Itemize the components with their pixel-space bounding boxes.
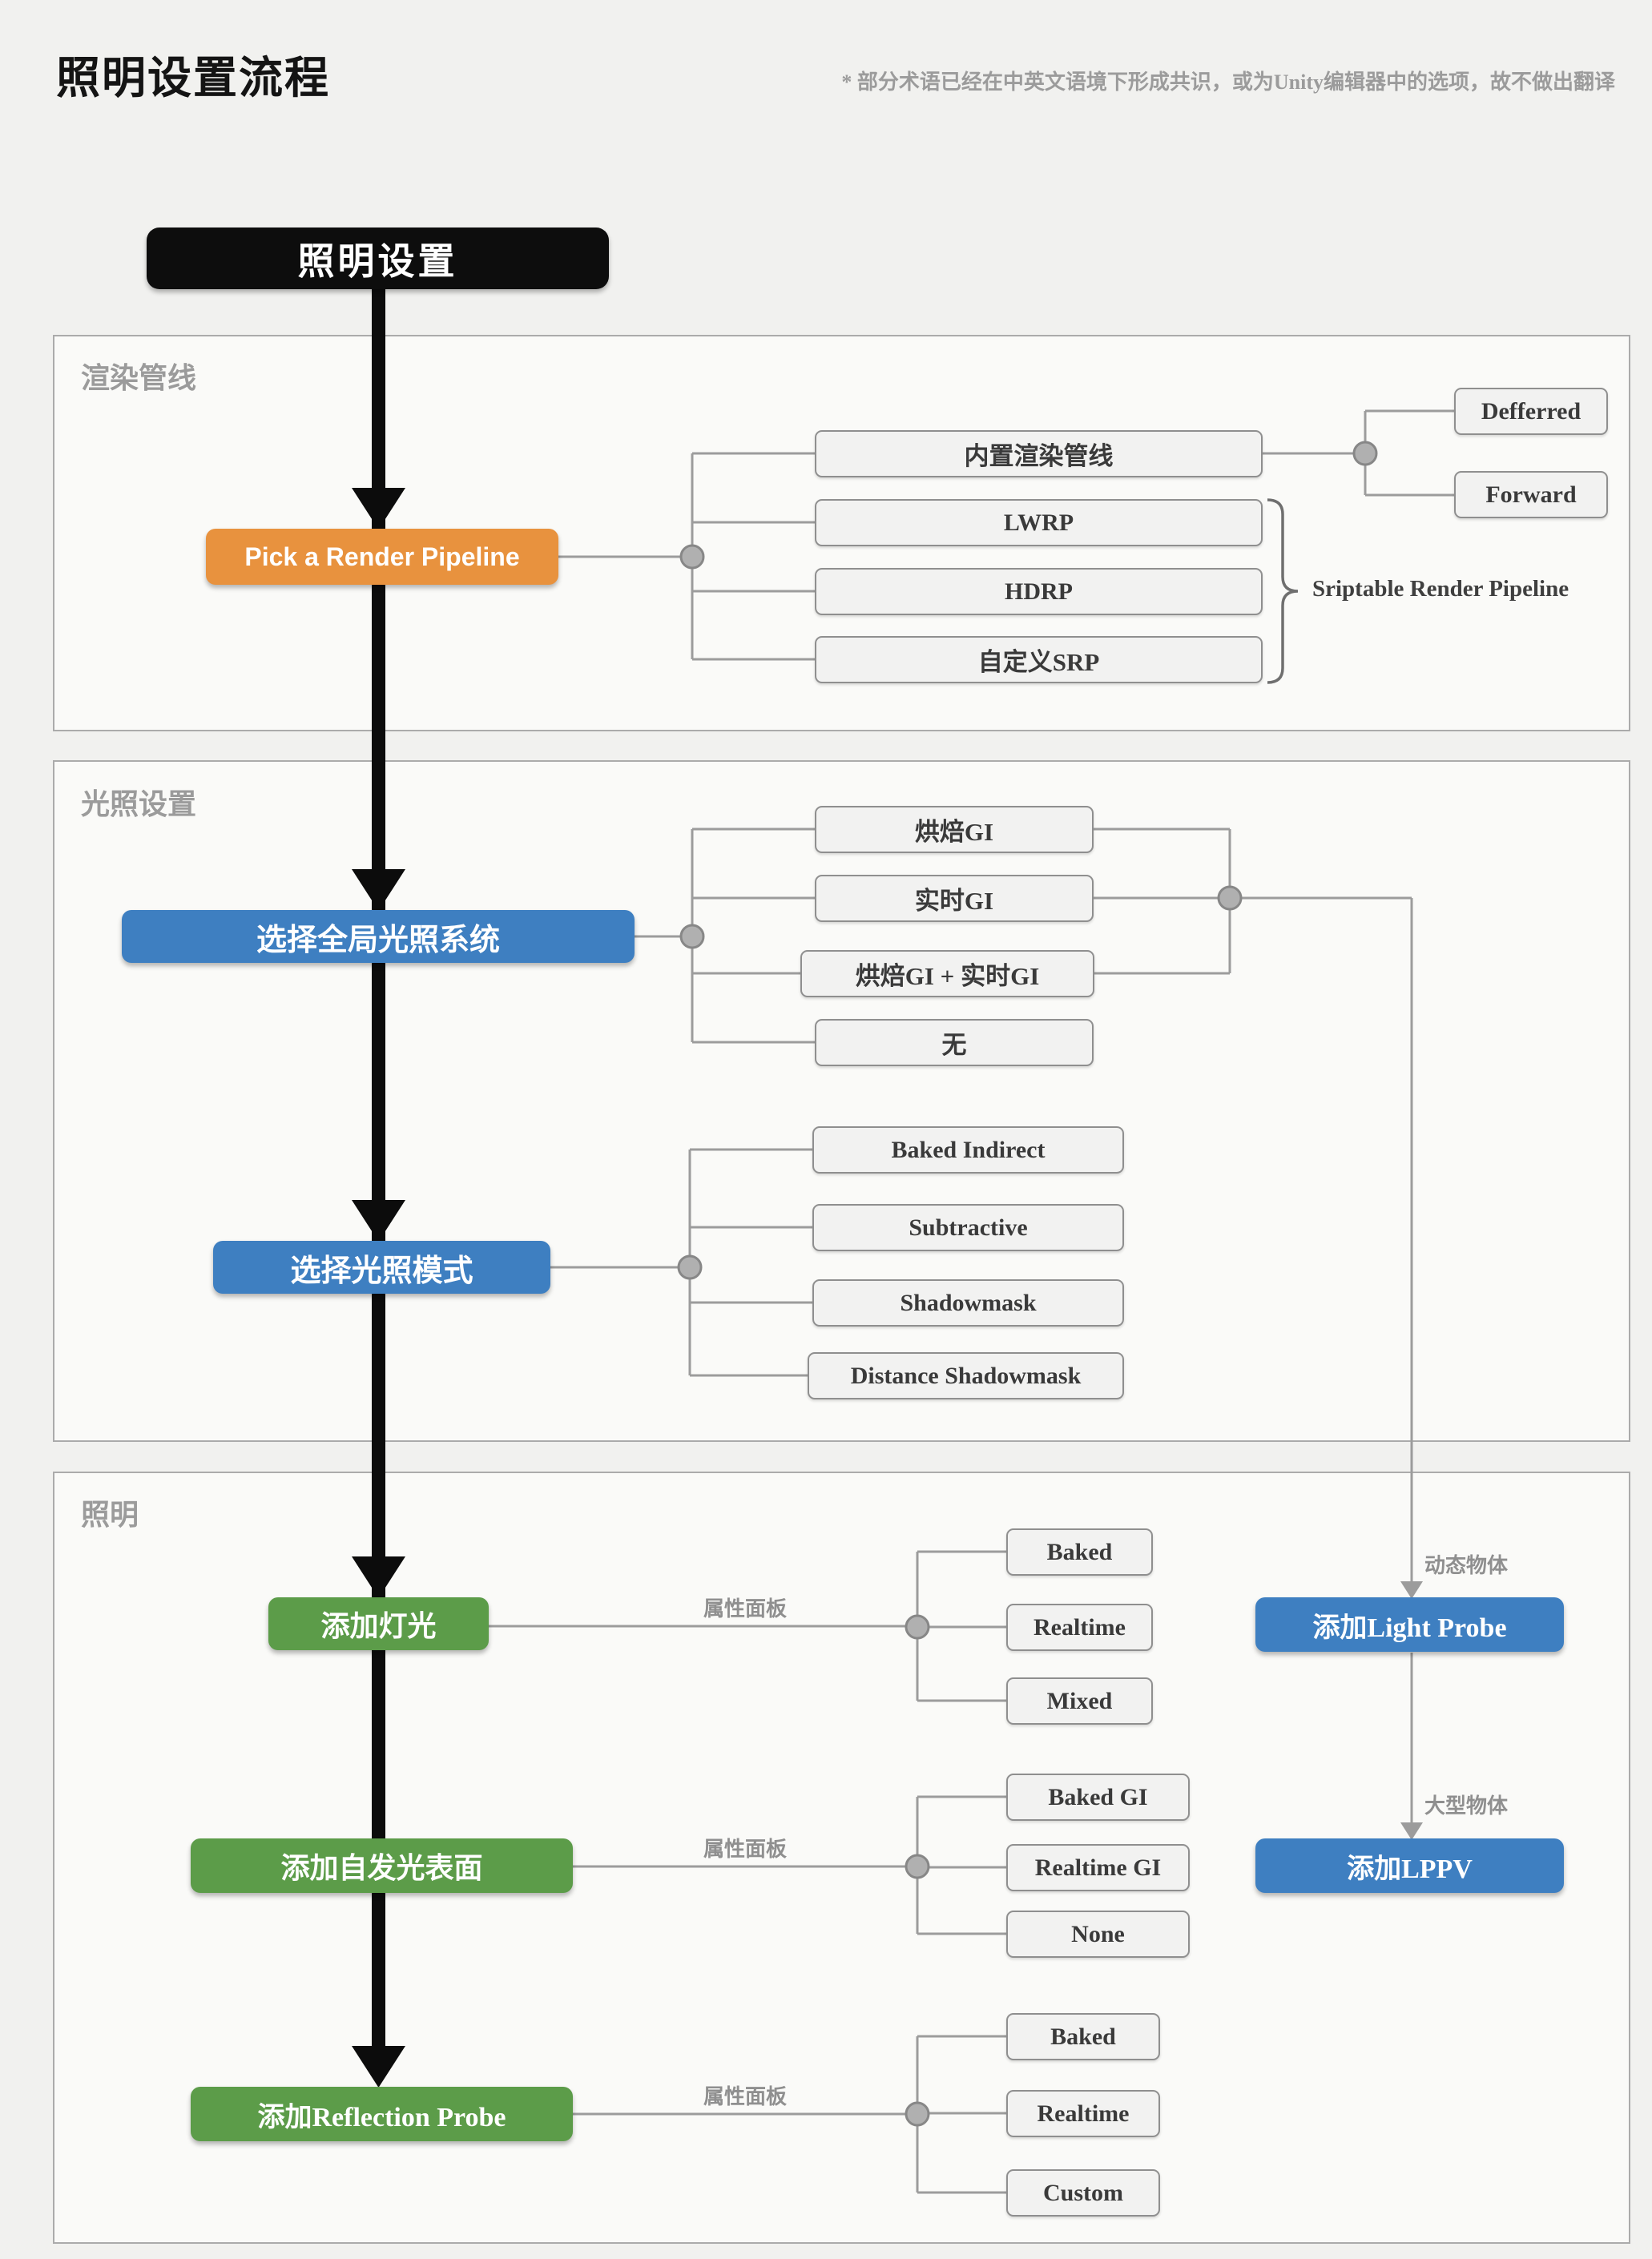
junction-dot: [905, 1854, 930, 1879]
junction-dot: [905, 2101, 930, 2127]
choose-gi-system-node: 选择全局光照系统: [122, 910, 635, 963]
large-objects-label: 大型物体: [1424, 1794, 1509, 1818]
wire-emissive: [573, 1795, 1006, 1935]
option-emissive-baked-gi: Baked GI: [1006, 1774, 1190, 1821]
srp-brace: [1267, 498, 1299, 684]
option-reflection-realtime: Realtime: [1006, 2090, 1160, 2137]
option-subtractive: Subtractive: [812, 1204, 1124, 1251]
arrow-down-icon: [352, 2046, 405, 2088]
panel-label-reflection: 属性面板: [703, 2085, 788, 2108]
option-emissive-none: None: [1006, 1911, 1190, 1958]
section-lighting-settings: [53, 760, 1630, 1442]
section-label-lighting: 照明: [81, 1499, 139, 1531]
start-node: 照明设置: [147, 228, 609, 289]
option-deferred: Defferred: [1454, 388, 1608, 435]
option-light-baked: Baked: [1006, 1528, 1153, 1576]
option-lwrp: LWRP: [815, 499, 1263, 546]
pick-render-pipeline-node: Pick a Render Pipeline: [206, 529, 558, 585]
choose-lighting-mode-node: 选择光照模式: [213, 1241, 550, 1294]
wire-reflection: [573, 2035, 1006, 2194]
option-distance-shadowmask: Distance Shadowmask: [808, 1352, 1124, 1399]
option-baked-plus-realtime-gi: 烘焙GI + 实时GI: [800, 950, 1094, 997]
junction-dots: [677, 441, 1378, 2127]
srp-brace-label: Sriptable Render Pipeline: [1312, 576, 1569, 602]
panel-label-light: 属性面板: [703, 1597, 788, 1621]
option-reflection-custom: Custom: [1006, 2169, 1160, 2217]
gray-arrowheads: [1400, 1581, 1423, 1840]
section-label-lighting-settings: 光照设置: [81, 788, 197, 820]
add-emissive-node: 添加自发光表面: [191, 1838, 573, 1893]
add-lppv-node: 添加LPPV: [1255, 1838, 1564, 1893]
junction-dot: [905, 1614, 930, 1640]
option-emissive-realtime-gi: Realtime GI: [1006, 1844, 1190, 1891]
add-reflection-probe-node: 添加Reflection Probe: [191, 2087, 573, 2141]
add-light-probe-node: 添加Light Probe: [1255, 1597, 1564, 1652]
add-light-node: 添加灯光: [268, 1597, 489, 1650]
junction-dot: [1217, 885, 1243, 911]
arrow-down-icon: [352, 1200, 405, 1242]
translation-note: * 部分术语已经在中英文语境下形成共识，或为Unity编辑器中的选项，故不做出翻…: [841, 70, 1615, 94]
arrow-down-icon: [1400, 1822, 1423, 1840]
page-title: 照明设置流程: [56, 54, 331, 103]
option-forward: Forward: [1454, 471, 1608, 518]
arrow-down-icon: [352, 869, 405, 911]
wire-gi-options: [635, 827, 815, 1044]
arrow-down-icon: [1400, 1581, 1423, 1599]
junction-dot: [679, 544, 705, 570]
option-realtime-gi: 实时GI: [815, 875, 1094, 922]
junction-dot: [677, 1254, 703, 1280]
panel-label-emissive: 属性面板: [703, 1838, 788, 1861]
section-label-render-pipeline: 渲染管线: [81, 362, 197, 394]
option-hdrp: HDRP: [815, 568, 1263, 615]
option-shadowmask: Shadowmask: [812, 1279, 1124, 1327]
wire-gi-converge: [1094, 827, 1413, 1585]
option-light-mixed: Mixed: [1006, 1677, 1153, 1725]
option-reflection-baked: Baked: [1006, 2013, 1160, 2060]
arrow-down-icon: [352, 488, 405, 530]
option-no-gi: 无: [815, 1019, 1094, 1066]
arrow-down-icon: [352, 1556, 405, 1598]
option-light-realtime: Realtime: [1006, 1604, 1153, 1651]
junction-dot: [1352, 441, 1378, 466]
option-builtin-pipeline: 内置渲染管线: [815, 430, 1263, 477]
option-baked-indirect: Baked Indirect: [812, 1126, 1124, 1174]
option-baked-gi: 烘焙GI: [815, 806, 1094, 853]
junction-dot: [679, 924, 705, 949]
option-custom-srp: 自定义SRP: [815, 636, 1263, 683]
dynamic-objects-label: 动态物体: [1424, 1554, 1509, 1577]
